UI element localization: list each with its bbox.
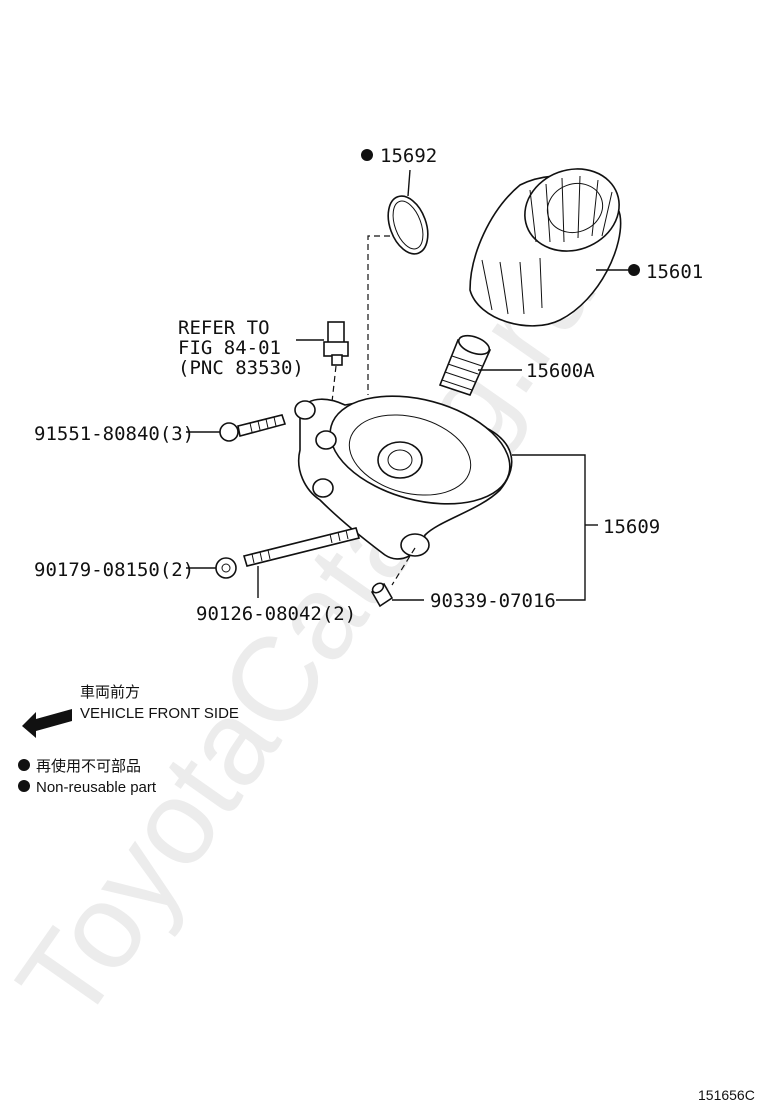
bolt-part: [219, 414, 287, 442]
oring-part: [387, 195, 429, 255]
bullet-dot-icon: [361, 149, 373, 161]
callout-bolt: 91551-80840(3): [34, 423, 194, 445]
front-direction-legend: 車両前方 VEHICLE FRONT SIDE: [22, 684, 239, 738]
callout-nut: 90179-08150(2): [34, 559, 194, 581]
figure-id: 151656C: [698, 1087, 755, 1103]
oil-pressure-sensor: [323, 321, 349, 366]
oil-filter-bracket-part: [294, 395, 513, 560]
callout-bracket: 15609: [603, 516, 660, 538]
callout-stud: 90126-08042(2): [196, 603, 356, 625]
callout-oring: 15692: [380, 145, 437, 167]
refer-line2: FIG 84-01: [178, 337, 281, 359]
callout-union: 15600A: [526, 360, 595, 382]
bullet-dot-icon: [18, 759, 30, 771]
front-label-en: VEHICLE FRONT SIDE: [80, 705, 239, 722]
nonreusable-legend: 再使用不可部品 Non-reusable part: [18, 758, 157, 796]
front-label-jp: 車両前方: [80, 684, 140, 701]
stud-part: [242, 527, 361, 567]
union-part: [438, 334, 492, 396]
refer-line1: REFER TO: [178, 317, 270, 339]
arrow-left-icon: [22, 709, 72, 738]
nut-part: [215, 557, 237, 579]
callout-plug: 90339-07016: [430, 590, 556, 612]
refer-line3: (PNC 83530): [178, 357, 304, 379]
nonreuse-label-jp: 再使用不可部品: [36, 758, 141, 775]
callout-filter: 15601: [646, 261, 703, 283]
bullet-dot-icon: [628, 264, 640, 276]
plug-part: [370, 582, 394, 608]
oil-filter-part: [469, 168, 622, 327]
watermark: ToyotaCatalog.ru: [0, 225, 622, 1045]
nonreuse-label-en: Non-reusable part: [36, 779, 157, 796]
bullet-dot-icon: [18, 780, 30, 792]
